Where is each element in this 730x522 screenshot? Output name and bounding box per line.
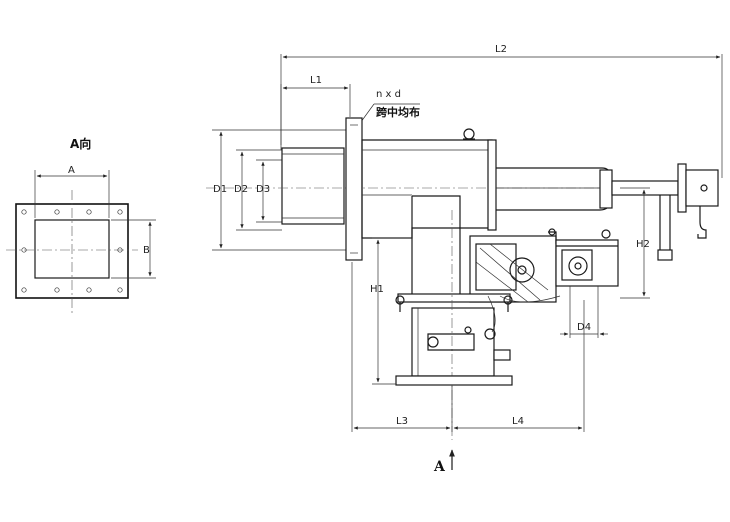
air-box-body <box>361 139 493 239</box>
dim-b-label: B <box>143 245 150 256</box>
section-arrow-label: A <box>433 459 446 475</box>
dim-d2-label: D2 <box>234 184 248 195</box>
hole-distribution-note: 跨中均布 <box>376 105 420 119</box>
lower-burner-body <box>411 307 495 377</box>
dim-a-label: A <box>68 165 75 176</box>
dim-l1-label: L1 <box>310 75 322 86</box>
dim-l4-label: L4 <box>512 416 524 427</box>
base-plate <box>395 375 513 386</box>
dim-h1-label: H1 <box>370 284 384 295</box>
nozzle-tube <box>281 147 345 225</box>
lower-handle <box>427 333 475 351</box>
burner-elevation-view: L2 L1 n x d 跨中均布 D1 D2 D3 <box>206 44 723 475</box>
flange-opening <box>34 219 110 279</box>
gun-end-center-mark <box>700 184 708 192</box>
lifting-lug <box>463 128 475 140</box>
hole-spec-note: n x d <box>376 89 401 100</box>
gun-housing <box>496 167 611 211</box>
middle-flange <box>397 293 511 303</box>
flange-bolt-holes <box>21 209 123 293</box>
dim-l2-label: L2 <box>495 44 507 55</box>
side-inlet-nozzle <box>493 349 511 361</box>
dim-d3-label: D3 <box>256 184 270 195</box>
dim-l3-label: L3 <box>396 416 408 427</box>
damper-dial <box>509 257 535 283</box>
dim-h2-label: H2 <box>636 239 650 250</box>
oil-down-pipe <box>659 195 671 253</box>
flange-view-a: A向 A B <box>6 136 156 316</box>
pressure-gauge <box>568 256 588 276</box>
mounting-flange <box>345 117 363 261</box>
view-title: A向 <box>70 136 91 151</box>
dim-d1-label: D1 <box>213 184 227 195</box>
gun-end-cap <box>685 169 719 207</box>
